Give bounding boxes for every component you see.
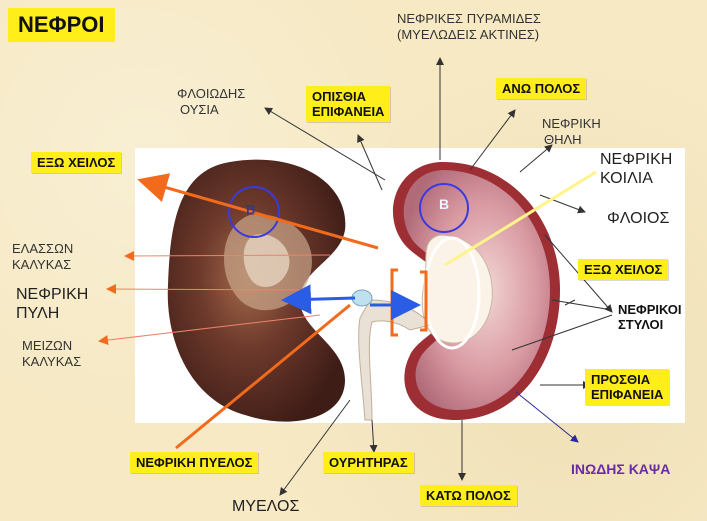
line-upper-pole [469,109,516,171]
box-renal-columns: ΝΕΦΡΙΚΟΙ ΣΤΥΛΟΙ [612,299,688,335]
label-minor-calyx: ΕΛΑΣΣΩΝ ΚΑΛΥΚΑΣ [12,241,73,273]
box-anterior-surface-line1: ΠΡΟΣΘΙΑ [591,372,651,387]
arrow-renal-pelvis [175,303,351,450]
page-title: ΝΕΦΡΟΙ [8,8,115,42]
arrow-major-calyx [98,314,321,346]
label-renal-sinus: ΝΕΦΡΙΚΗ ΚΟΙΛΙΑ [600,150,672,188]
line-fibrous-capsule [515,391,579,443]
marker-left: Β [246,202,256,217]
box-anterior-surface-line2: ΕΠΙΦΑΝΕΙΑ [591,387,664,402]
line-outer-lip-right [564,299,576,306]
arrow-blue-left [281,284,356,315]
box-renal-columns-line2: ΣΤΥΛΟΙ [618,317,664,332]
label-cortex-substance-line1: ΦΛΟΙΩΔΗΣ [177,86,246,101]
label-medulla: ΜΥΕΛΟΣ [232,498,300,515]
box-outer-lip-right: ΕΞΩ ΧΕΙΛΟΣ [578,259,669,280]
label-papilla-line1: ΝΕΦΡΙΚΗ [542,116,601,131]
arrow-outer-lip-left [137,173,379,250]
line-medulla [279,399,351,496]
label-fibrous-capsule: ΙΝΩΔΗΣ ΚΑΨΑ [571,461,671,477]
label-major-calyx: ΜΕΙΖΩΝ ΚΑΛΥΚΑΣ [22,338,81,370]
hilum-bracket-right [420,270,428,332]
label-papilla-line2: ΘΗΛΗ [544,132,582,147]
box-outer-lip-left: ΕΞΩ ΧΕΙΛΟΣ [31,152,122,173]
label-hilum: ΝΕΦΡΙΚΗ ΠΥΛΗ [16,285,88,323]
box-posterior-surface-line2: ΕΠΙΦΑΝΕΙΑ [312,104,385,119]
label-cortex: ΦΛΟΙΟΣ [607,210,670,227]
line-columns-3 [511,314,613,351]
box-posterior-surface: ΟΠΙΣΘΙΑ ΕΠΙΦΑΝΕΙΑ [306,86,391,122]
line-renal-sinus [444,170,597,267]
label-pyramids: ΝΕΦΡΙΚΕΣ ΠΥΡΑΜΙΔΕΣ (ΜΥΕΛΩΔΕΙΣ ΑΚΤΙΝΕΣ) [397,11,541,43]
box-posterior-surface-line1: ΟΠΙΣΘΙΑ [312,89,367,104]
label-cortex-substance: ΦΛΟΙΩΔΗΣ ΟΥΣΙΑ [177,86,245,118]
label-renal-sinus-line1: ΝΕΦΡΙΚΗ [600,151,673,168]
label-pyramids-line1: ΝΕΦΡΙΚΕΣ ΠΥΡΑΜΙΔΕΣ [397,11,541,26]
label-hilum-line2: ΠΥΛΗ [16,305,60,322]
box-anterior-surface: ΠΡΟΣΘΙΑ ΕΠΙΦΑΝΕΙΑ [585,369,670,405]
label-renal-sinus-line2: ΚΟΙΛΙΑ [600,170,653,187]
box-ureter: ΟΥΡΗΤΗΡΑΣ [323,452,414,473]
box-lower-pole: ΚΑΤΩ ΠΟΛΟΣ [420,485,517,506]
label-minor-calyx-line2: ΚΑΛΥΚΑΣ [12,257,72,272]
box-renal-pelvis: ΝΕΦΡΙΚΗ ΠΥΕΛΟΣ [130,452,259,473]
label-pyramids-line2: (ΜΥΕΛΩΔΕΙΣ ΑΚΤΙΝΕΣ) [397,27,540,42]
marker-right: Β [439,196,450,212]
right-marker-circle [419,183,469,233]
label-major-calyx-line1: ΜΕΙΖΩΝ [22,338,73,353]
label-major-calyx-line2: ΚΑΛΥΚΑΣ [22,354,82,369]
label-hilum-line1: ΝΕΦΡΙΚΗ [16,286,89,303]
label-papilla: ΝΕΦΡΙΚΗ ΘΗΛΗ [542,116,601,148]
line-papilla [519,144,553,173]
line-posterior [357,134,383,191]
line-cortex [539,194,586,214]
arrow-hilum [106,284,311,295]
arrow-minor-calyx [124,250,331,261]
line-columns-2 [551,299,613,311]
line-ureter [369,419,378,453]
line-cortex-substance [264,107,386,181]
left-marker-circle [228,186,280,238]
label-cortex-substance-line2: ΟΥΣΙΑ [180,102,219,117]
label-minor-calyx-line1: ΕΛΑΣΣΩΝ [12,241,74,256]
box-upper-pole: ΑΝΩ ΠΟΛΟΣ [496,78,587,99]
box-renal-columns-line1: ΝΕΦΡΙΚΟΙ [618,302,682,317]
